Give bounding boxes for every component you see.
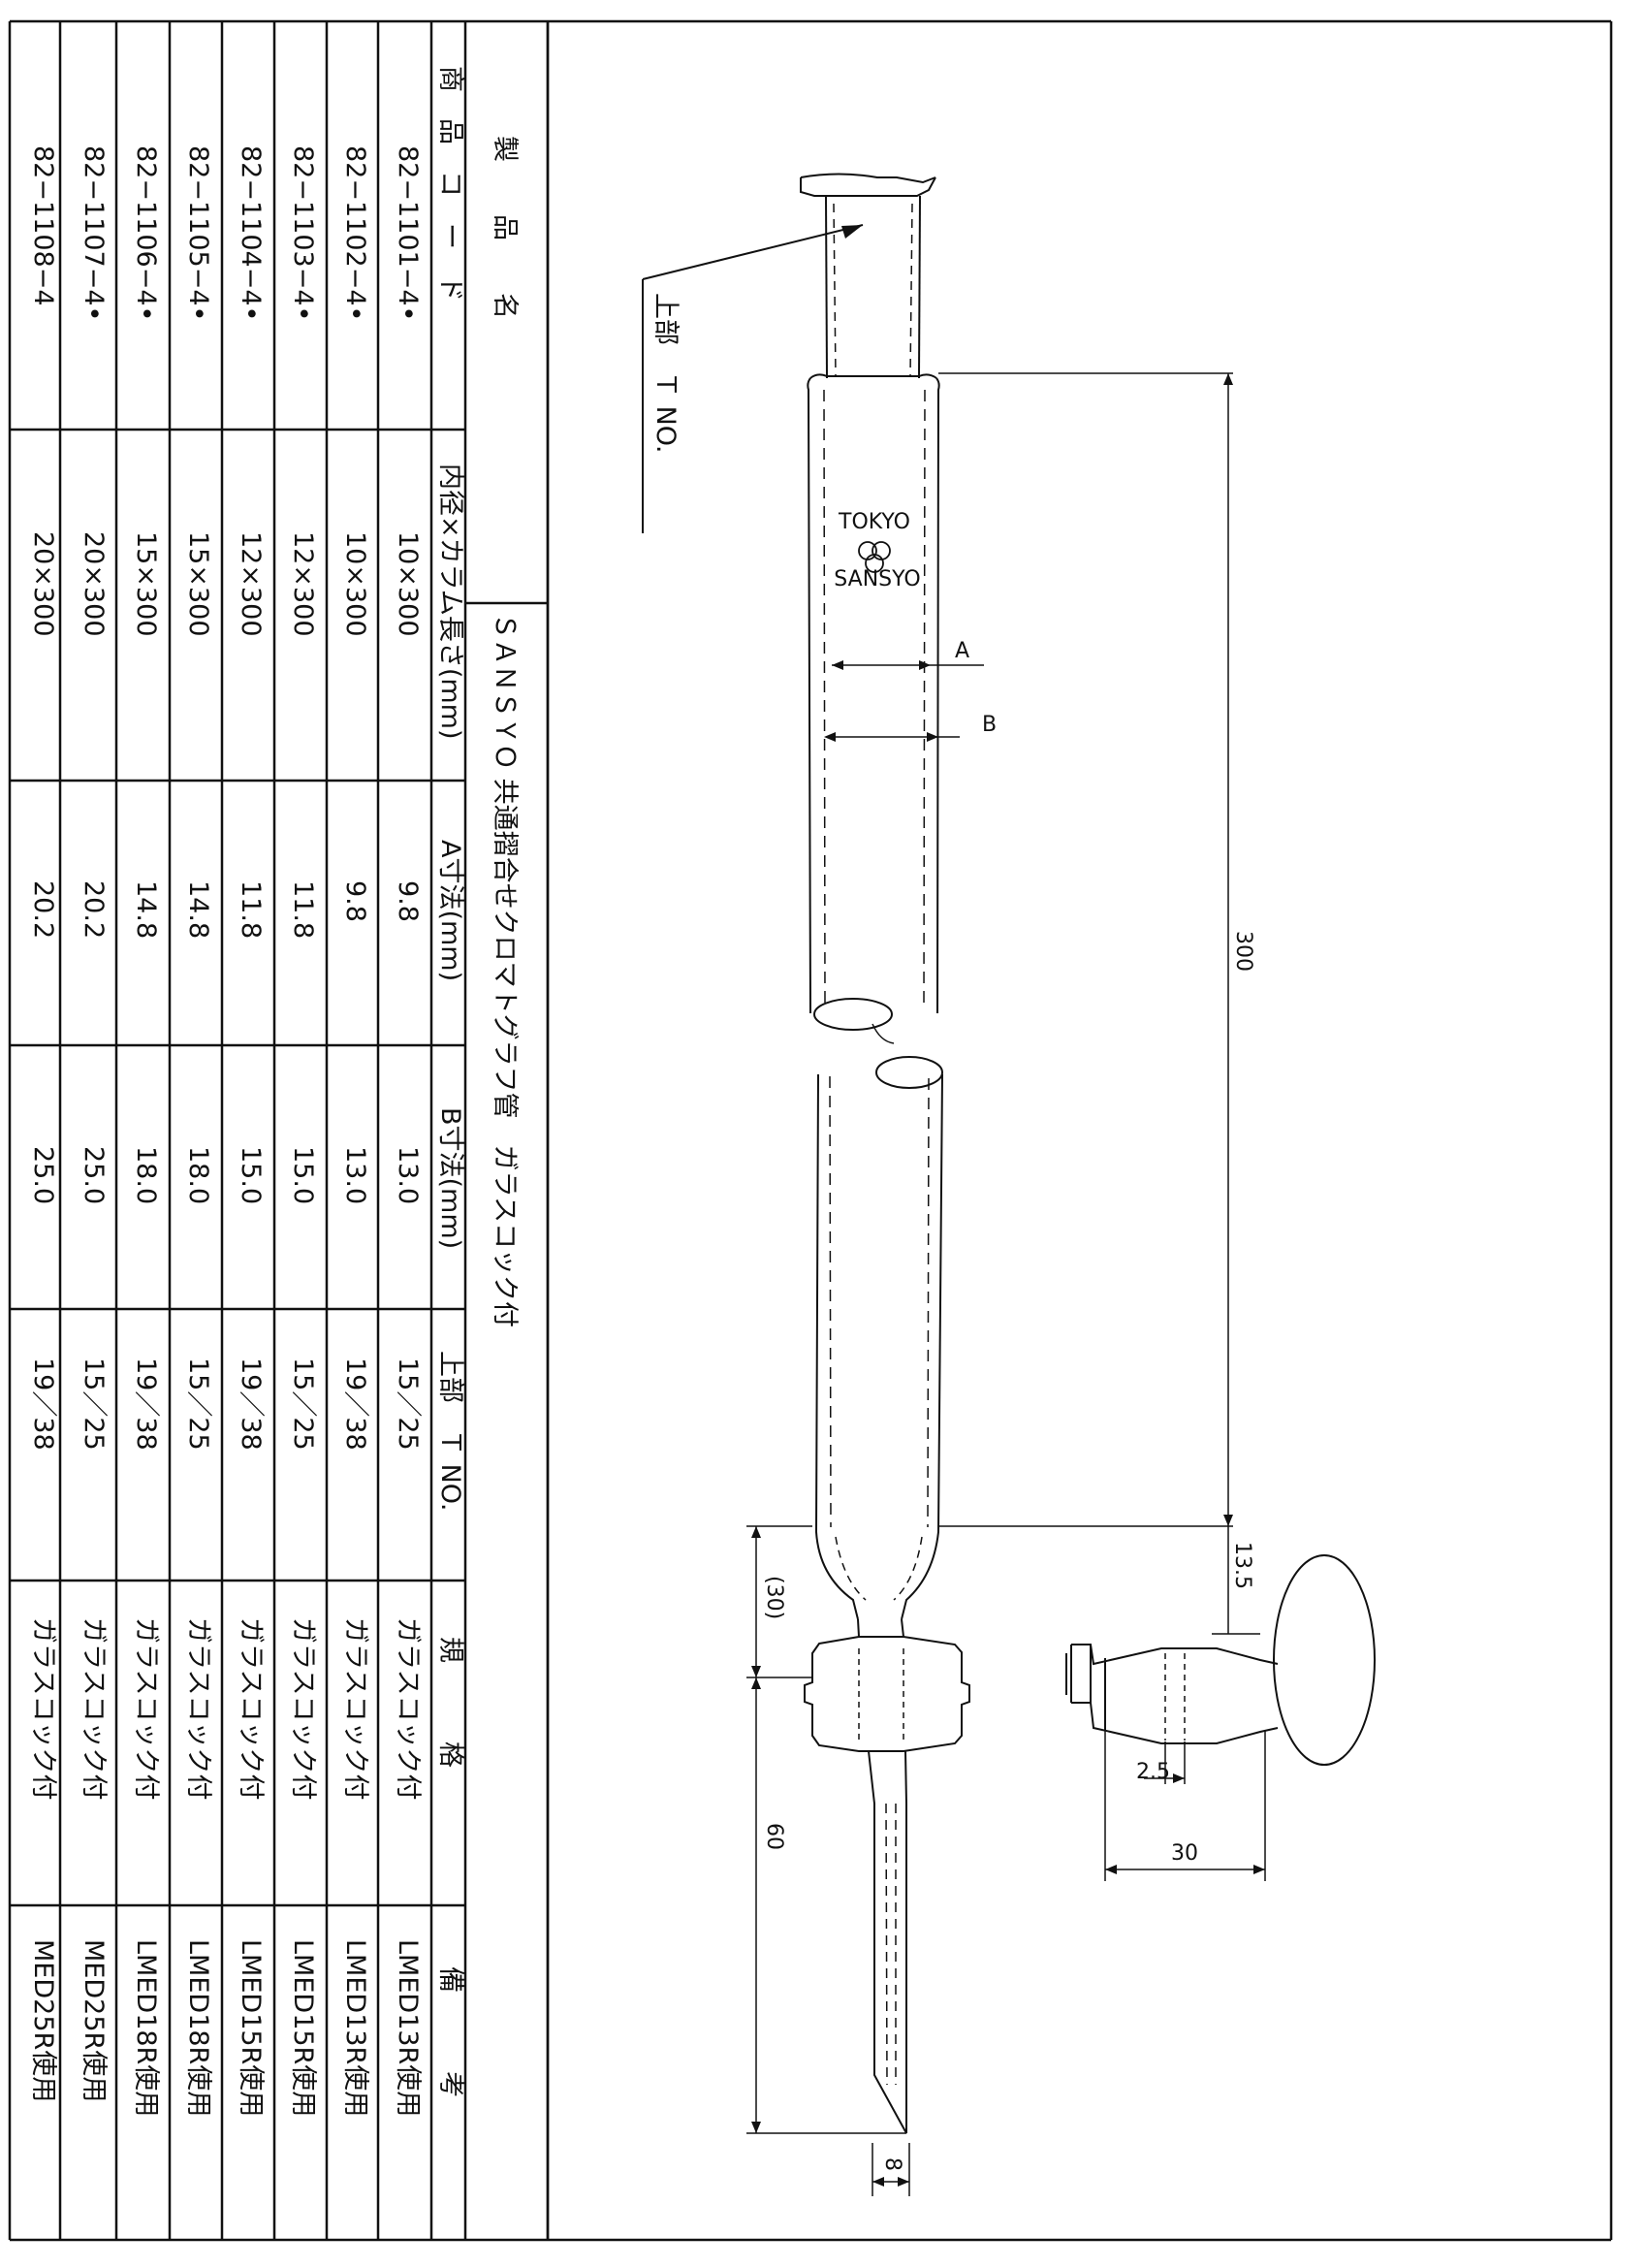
header-remarks: 備 考 xyxy=(435,1966,465,2097)
dim-300: 300 xyxy=(1231,931,1255,972)
cell-top-tno: 19／38 xyxy=(131,1358,161,1451)
header-product-code: 商 品 コ ー ド xyxy=(435,66,465,302)
cell-spec: ガラスコック付 xyxy=(236,1617,266,1800)
cell-dimension: 10×300 xyxy=(340,531,370,637)
cell-top-tno: 15／25 xyxy=(183,1358,213,1451)
cell-b-dimension: 18.0 xyxy=(131,1146,161,1204)
cell-dimension: 15×300 xyxy=(131,531,161,637)
cell-product-code: 82−1108−4 xyxy=(28,145,58,306)
cell-a-dimension: 11.8 xyxy=(236,880,266,939)
label-a: A xyxy=(955,639,969,663)
cell-a-dimension: 9.8 xyxy=(393,880,423,922)
cell-top-tno: 19／38 xyxy=(236,1358,266,1451)
cell-product-code: 82−1103−4• xyxy=(288,145,318,321)
cell-product-code: 82−1102−4• xyxy=(340,145,370,321)
cell-a-dimension: 9.8 xyxy=(340,880,370,922)
product-name-value: ＳＡＮＳＹＯ 共通摺合せクロマトグラフ管 ガラスコック付 xyxy=(490,613,520,1327)
cell-b-dimension: 13.0 xyxy=(340,1146,370,1204)
dim-60: 60 xyxy=(762,1823,786,1850)
cell-a-dimension: 11.8 xyxy=(288,880,318,939)
label-b: B xyxy=(982,713,997,737)
cell-product-code: 82−1101−4• xyxy=(393,145,423,321)
dimension-arrows xyxy=(751,373,1265,2187)
cell-remarks: LMED15R使用 xyxy=(236,1939,266,2117)
cell-b-dimension: 15.0 xyxy=(236,1146,266,1204)
cell-dimension: 12×300 xyxy=(236,531,266,637)
cell-spec: ガラスコック付 xyxy=(131,1617,161,1800)
cell-spec: ガラスコック付 xyxy=(393,1617,423,1800)
cell-top-tno: 15／25 xyxy=(288,1358,318,1451)
cell-b-dimension: 18.0 xyxy=(183,1146,213,1204)
cell-remarks: LMED13R使用 xyxy=(340,1939,370,2117)
cell-dimension: 20×300 xyxy=(79,531,109,637)
cell-a-dimension: 14.8 xyxy=(131,880,161,939)
cell-top-tno: 19／38 xyxy=(28,1358,58,1451)
header-a-dimension: A寸法(mm) xyxy=(435,840,465,981)
cell-remarks: MED25R使用 xyxy=(28,1939,58,2102)
cell-spec: ガラスコック付 xyxy=(288,1617,318,1800)
spec-table xyxy=(8,21,550,2242)
cell-product-code: 82−1105−4• xyxy=(183,145,213,321)
dim-13-5: 13.5 xyxy=(1230,1542,1254,1589)
cell-b-dimension: 25.0 xyxy=(28,1146,58,1204)
header-spec: 規 格 xyxy=(435,1637,465,1768)
top-joint-label: 上部 Ｔ NO. xyxy=(650,293,681,454)
cell-spec: ガラスコック付 xyxy=(79,1617,109,1800)
cell-remarks: LMED18R使用 xyxy=(131,1939,161,2117)
cell-product-code: 82−1107−4• xyxy=(79,145,109,321)
svg-text:SANSYO: SANSYO xyxy=(834,567,920,591)
cell-a-dimension: 14.8 xyxy=(183,880,213,939)
cell-remarks: LMED18R使用 xyxy=(183,1939,213,2117)
cell-spec: ガラスコック付 xyxy=(340,1617,370,1800)
cell-a-dimension: 20.2 xyxy=(79,880,109,939)
cell-remarks: LMED13R使用 xyxy=(393,1939,423,2117)
header-b-dimension: B寸法(mm) xyxy=(435,1107,465,1249)
cell-dimension: 20×300 xyxy=(28,531,58,637)
cell-top-tno: 19／38 xyxy=(340,1358,370,1451)
column-drawing xyxy=(800,173,1376,2134)
header-top-tno: 上部 Ｔ NO. xyxy=(435,1351,465,1512)
cell-spec: ガラスコック付 xyxy=(183,1617,213,1800)
top-joint-callout xyxy=(642,224,864,533)
cell-b-dimension: 13.0 xyxy=(393,1146,423,1204)
dim-2-5: 2.5 xyxy=(1136,1760,1170,1784)
cell-remarks: MED25R使用 xyxy=(79,1939,109,2102)
cell-b-dimension: 25.0 xyxy=(79,1146,109,1204)
cell-spec: ガラスコック付 xyxy=(28,1617,58,1800)
cell-product-code: 82−1104−4• xyxy=(236,145,266,321)
dim-30-paren: (30) xyxy=(762,1576,786,1619)
cell-remarks: LMED15R使用 xyxy=(288,1939,318,2117)
dim-8: 8 xyxy=(880,2157,904,2171)
cell-top-tno: 15／25 xyxy=(79,1358,109,1451)
svg-text:TOKYO: TOKYO xyxy=(838,510,910,534)
product-name-label: 製 品 名 xyxy=(490,136,520,319)
dim-30: 30 xyxy=(1171,1841,1198,1866)
cell-product-code: 82−1106−4• xyxy=(131,145,161,321)
cell-b-dimension: 15.0 xyxy=(288,1146,318,1204)
cell-dimension: 15×300 xyxy=(183,531,213,637)
cell-dimension: 12×300 xyxy=(288,531,318,637)
cell-dimension: 10×300 xyxy=(393,531,423,637)
cell-a-dimension: 20.2 xyxy=(28,880,58,939)
cell-top-tno: 15／25 xyxy=(393,1358,423,1451)
tokyo-sansyo-logo: TOKYO SANSYO xyxy=(834,510,920,591)
header-dimension: 内径×カラム長さ(mm) xyxy=(435,463,465,739)
dimension-lines xyxy=(746,372,1266,2196)
table-rows: 82−1101−4• 10×300 9.8 13.0 15／25 ガラスコック付 LMED1… xyxy=(28,145,423,2117)
